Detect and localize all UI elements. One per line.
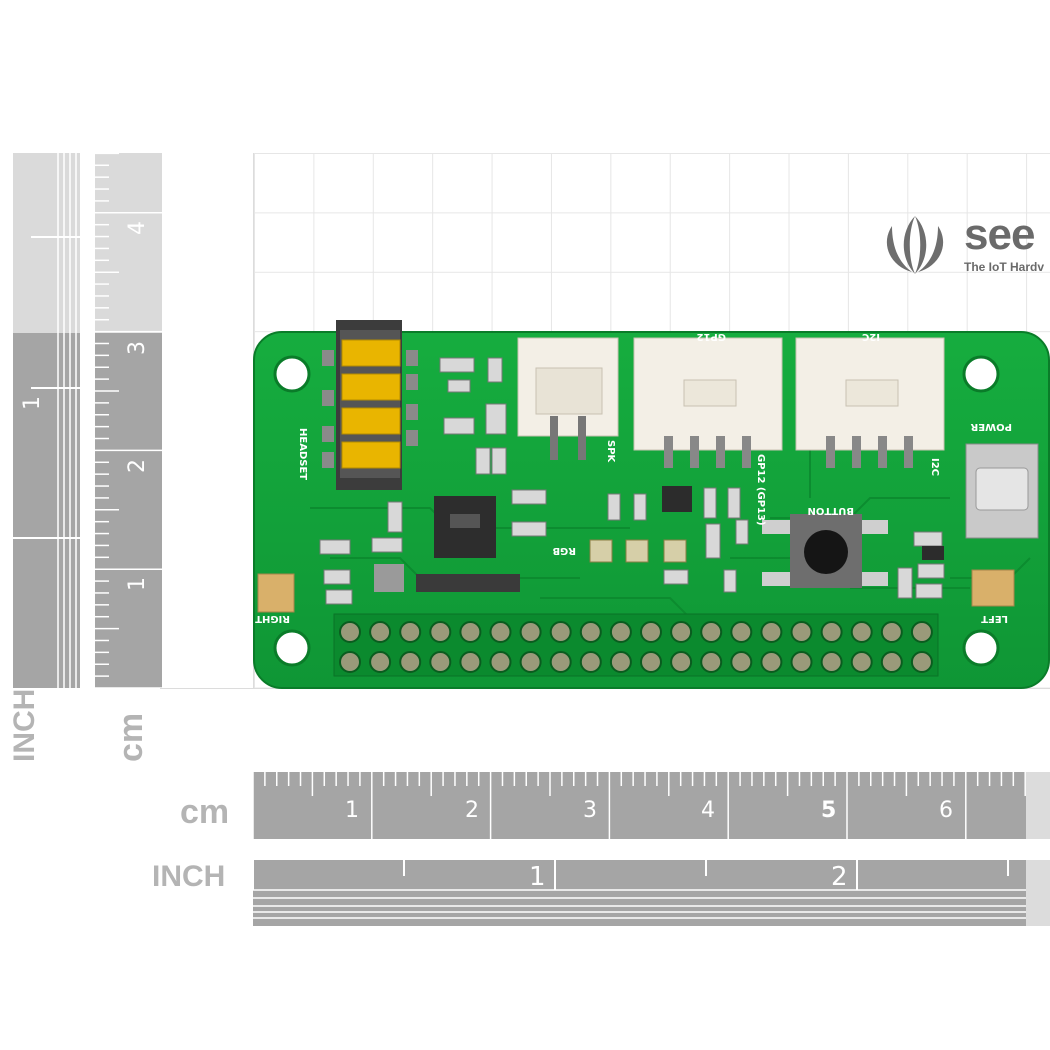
headset-silkscreen: HEADSET bbox=[297, 428, 308, 480]
header-pin bbox=[640, 651, 662, 673]
vertical-cm-number-1: 1 bbox=[125, 577, 150, 591]
header-pin bbox=[489, 651, 512, 673]
header-pin bbox=[640, 621, 662, 643]
vertical-inch-ruler: 1 bbox=[13, 153, 80, 688]
header-pin bbox=[339, 651, 361, 673]
header-pin bbox=[519, 621, 542, 643]
headset-jack bbox=[322, 320, 418, 490]
brand-name: see bbox=[964, 210, 1035, 259]
horizontal-cm-ticks bbox=[253, 772, 1026, 839]
horizontal-cm-label: cm bbox=[180, 793, 230, 831]
header-pin bbox=[369, 621, 392, 643]
horizontal-inch-ruler: 1 2 bbox=[253, 860, 1050, 926]
rgb-silkscreen: RGB bbox=[552, 545, 576, 556]
header-pin bbox=[579, 621, 602, 643]
header-pin bbox=[850, 651, 873, 673]
gp12-connector bbox=[633, 337, 783, 468]
header-pin bbox=[820, 621, 843, 643]
horizontal-inch-label: INCH bbox=[152, 860, 226, 893]
header-pin bbox=[489, 621, 512, 643]
vertical-cm-number-4: 4 bbox=[125, 221, 150, 235]
inch-number-1: 1 bbox=[529, 862, 546, 892]
cm-number-6: 6 bbox=[939, 798, 953, 823]
cm-number-3: 3 bbox=[583, 798, 597, 823]
seeed-leaf-icon bbox=[886, 216, 944, 274]
micro-usb-port bbox=[965, 443, 1039, 539]
header-pin bbox=[880, 621, 903, 643]
header-pin bbox=[760, 621, 783, 643]
vertical-inch-ticks bbox=[13, 153, 80, 688]
horizontal-inch-ticks bbox=[253, 860, 1026, 919]
right-silkscreen: RIGHT bbox=[255, 613, 290, 624]
codec-chip bbox=[434, 496, 496, 558]
header-pin bbox=[609, 651, 632, 673]
header-pin bbox=[700, 651, 723, 673]
vertical-cm-label: cm bbox=[112, 712, 150, 762]
respeaker-pcb: HEADSET RIGHT LEFT SPK GP12 GP12 (GP13) … bbox=[253, 320, 1050, 689]
left-mic bbox=[971, 569, 1015, 607]
header-pin bbox=[790, 651, 813, 673]
header-pin bbox=[670, 621, 693, 643]
cm-number-2: 2 bbox=[465, 798, 479, 823]
header-pin bbox=[730, 621, 753, 643]
header-pin bbox=[910, 651, 933, 673]
header-pin bbox=[760, 651, 783, 673]
header-pin bbox=[670, 651, 693, 673]
vertical-cm-number-3: 3 bbox=[125, 341, 150, 355]
header-pin bbox=[459, 651, 482, 673]
header-pin bbox=[730, 651, 753, 673]
gpio-header bbox=[333, 613, 939, 677]
gp12-silkscreen: GP12 bbox=[697, 331, 726, 342]
header-pin bbox=[850, 621, 873, 643]
header-pin bbox=[429, 651, 452, 673]
header-pin bbox=[399, 621, 422, 643]
vertical-inch-number: 1 bbox=[20, 396, 45, 410]
header-pin bbox=[549, 621, 572, 643]
right-mic bbox=[257, 573, 295, 613]
header-pin bbox=[790, 621, 813, 643]
cm-number-1: 1 bbox=[345, 798, 359, 823]
cm-number-5: 5 bbox=[821, 798, 837, 823]
i2c-side-silkscreen: I2C bbox=[929, 458, 940, 476]
header-pin bbox=[820, 651, 843, 673]
i2c-connector bbox=[795, 337, 945, 468]
inch-number-2: 2 bbox=[831, 862, 848, 892]
vertical-cm-ticks bbox=[95, 153, 162, 688]
button-silkscreen: BUTTON bbox=[808, 505, 854, 516]
header-pin bbox=[369, 651, 392, 673]
user-button bbox=[762, 514, 888, 588]
gp12-gp13-silkscreen: GP12 (GP13) bbox=[755, 454, 766, 526]
cm-number-4: 4 bbox=[701, 798, 715, 823]
i2c-top-silkscreen: I2C bbox=[862, 331, 880, 342]
vertical-inch-label: INCH bbox=[8, 688, 41, 762]
horizontal-cm-ruler: 1 2 3 4 5 6 bbox=[253, 772, 1050, 839]
header-pin bbox=[519, 651, 542, 673]
header-pin bbox=[549, 651, 572, 673]
header-pin bbox=[429, 621, 452, 643]
spk-connector bbox=[517, 337, 619, 460]
header-pin bbox=[339, 621, 361, 643]
header-pin bbox=[609, 621, 632, 643]
power-silkscreen: POWER bbox=[970, 421, 1012, 432]
brand-tagline: The IoT Hardv bbox=[964, 260, 1045, 274]
header-pin bbox=[459, 621, 482, 643]
vertical-cm-number-2: 2 bbox=[125, 459, 150, 473]
left-silkscreen: LEFT bbox=[981, 613, 1008, 624]
header-pin bbox=[880, 651, 903, 673]
header-pin bbox=[700, 621, 723, 643]
header-pin bbox=[910, 621, 933, 643]
header-pin bbox=[579, 651, 602, 673]
header-pin bbox=[399, 651, 422, 673]
vertical-cm-ruler: 4 3 2 1 bbox=[95, 153, 162, 688]
spk-silkscreen: SPK bbox=[605, 440, 616, 464]
